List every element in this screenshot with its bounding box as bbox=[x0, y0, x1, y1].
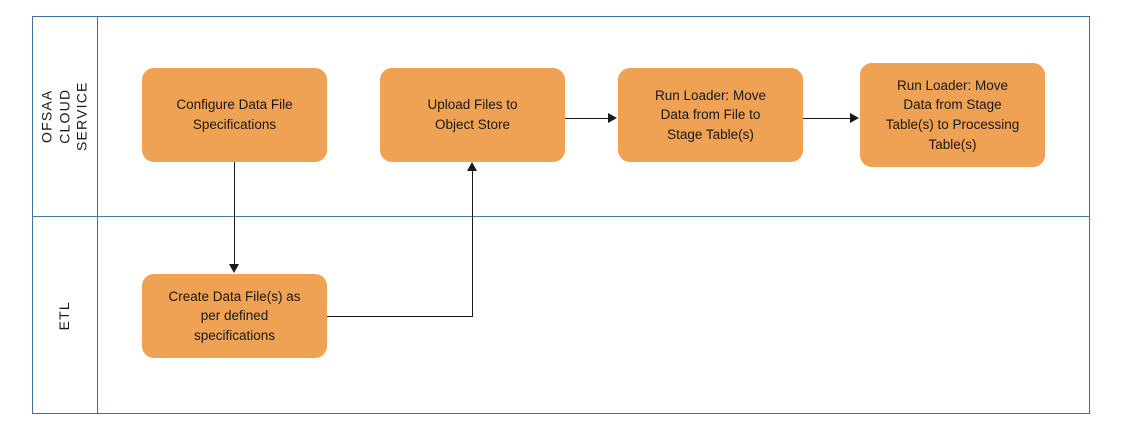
node-create-data-files-as-per-defined-specifications[interactable]: Create Data File(s) as per defined speci… bbox=[142, 274, 327, 358]
connector-line-vertical bbox=[472, 170, 473, 317]
connector-line-vertical bbox=[234, 162, 235, 265]
connector-line-horizontal bbox=[327, 316, 473, 317]
arrowhead-right-icon bbox=[850, 113, 859, 123]
connector-line-horizontal bbox=[803, 118, 851, 119]
lane-label-ofsaa-cloud-service-text: OFSAA CLOUD SERVICE bbox=[38, 81, 90, 151]
node-run-loader-file-to-stage[interactable]: Run Loader: Move Data from File to Stage… bbox=[618, 68, 803, 162]
swimlane-frame bbox=[32, 16, 1090, 414]
lane-label-etl-text: ETL bbox=[55, 300, 72, 331]
lane-label-ofsaa-cloud-service: OFSAA CLOUD SERVICE bbox=[32, 16, 97, 216]
node-configure-data-file-specifications[interactable]: Configure Data File Specifications bbox=[142, 68, 327, 162]
node-upload-files-to-object-store[interactable]: Upload Files to Object Store bbox=[380, 68, 565, 162]
lane-divider bbox=[32, 216, 1090, 217]
connector-line-horizontal bbox=[565, 118, 609, 119]
arrowhead-right-icon bbox=[608, 113, 617, 123]
arrowhead-up-icon bbox=[467, 162, 477, 171]
arrowhead-down-icon bbox=[229, 264, 239, 273]
lane-label-etl: ETL bbox=[32, 217, 97, 414]
lane-label-column-divider bbox=[97, 16, 98, 414]
node-run-loader-stage-to-processing[interactable]: Run Loader: Move Data from Stage Table(s… bbox=[860, 63, 1045, 167]
